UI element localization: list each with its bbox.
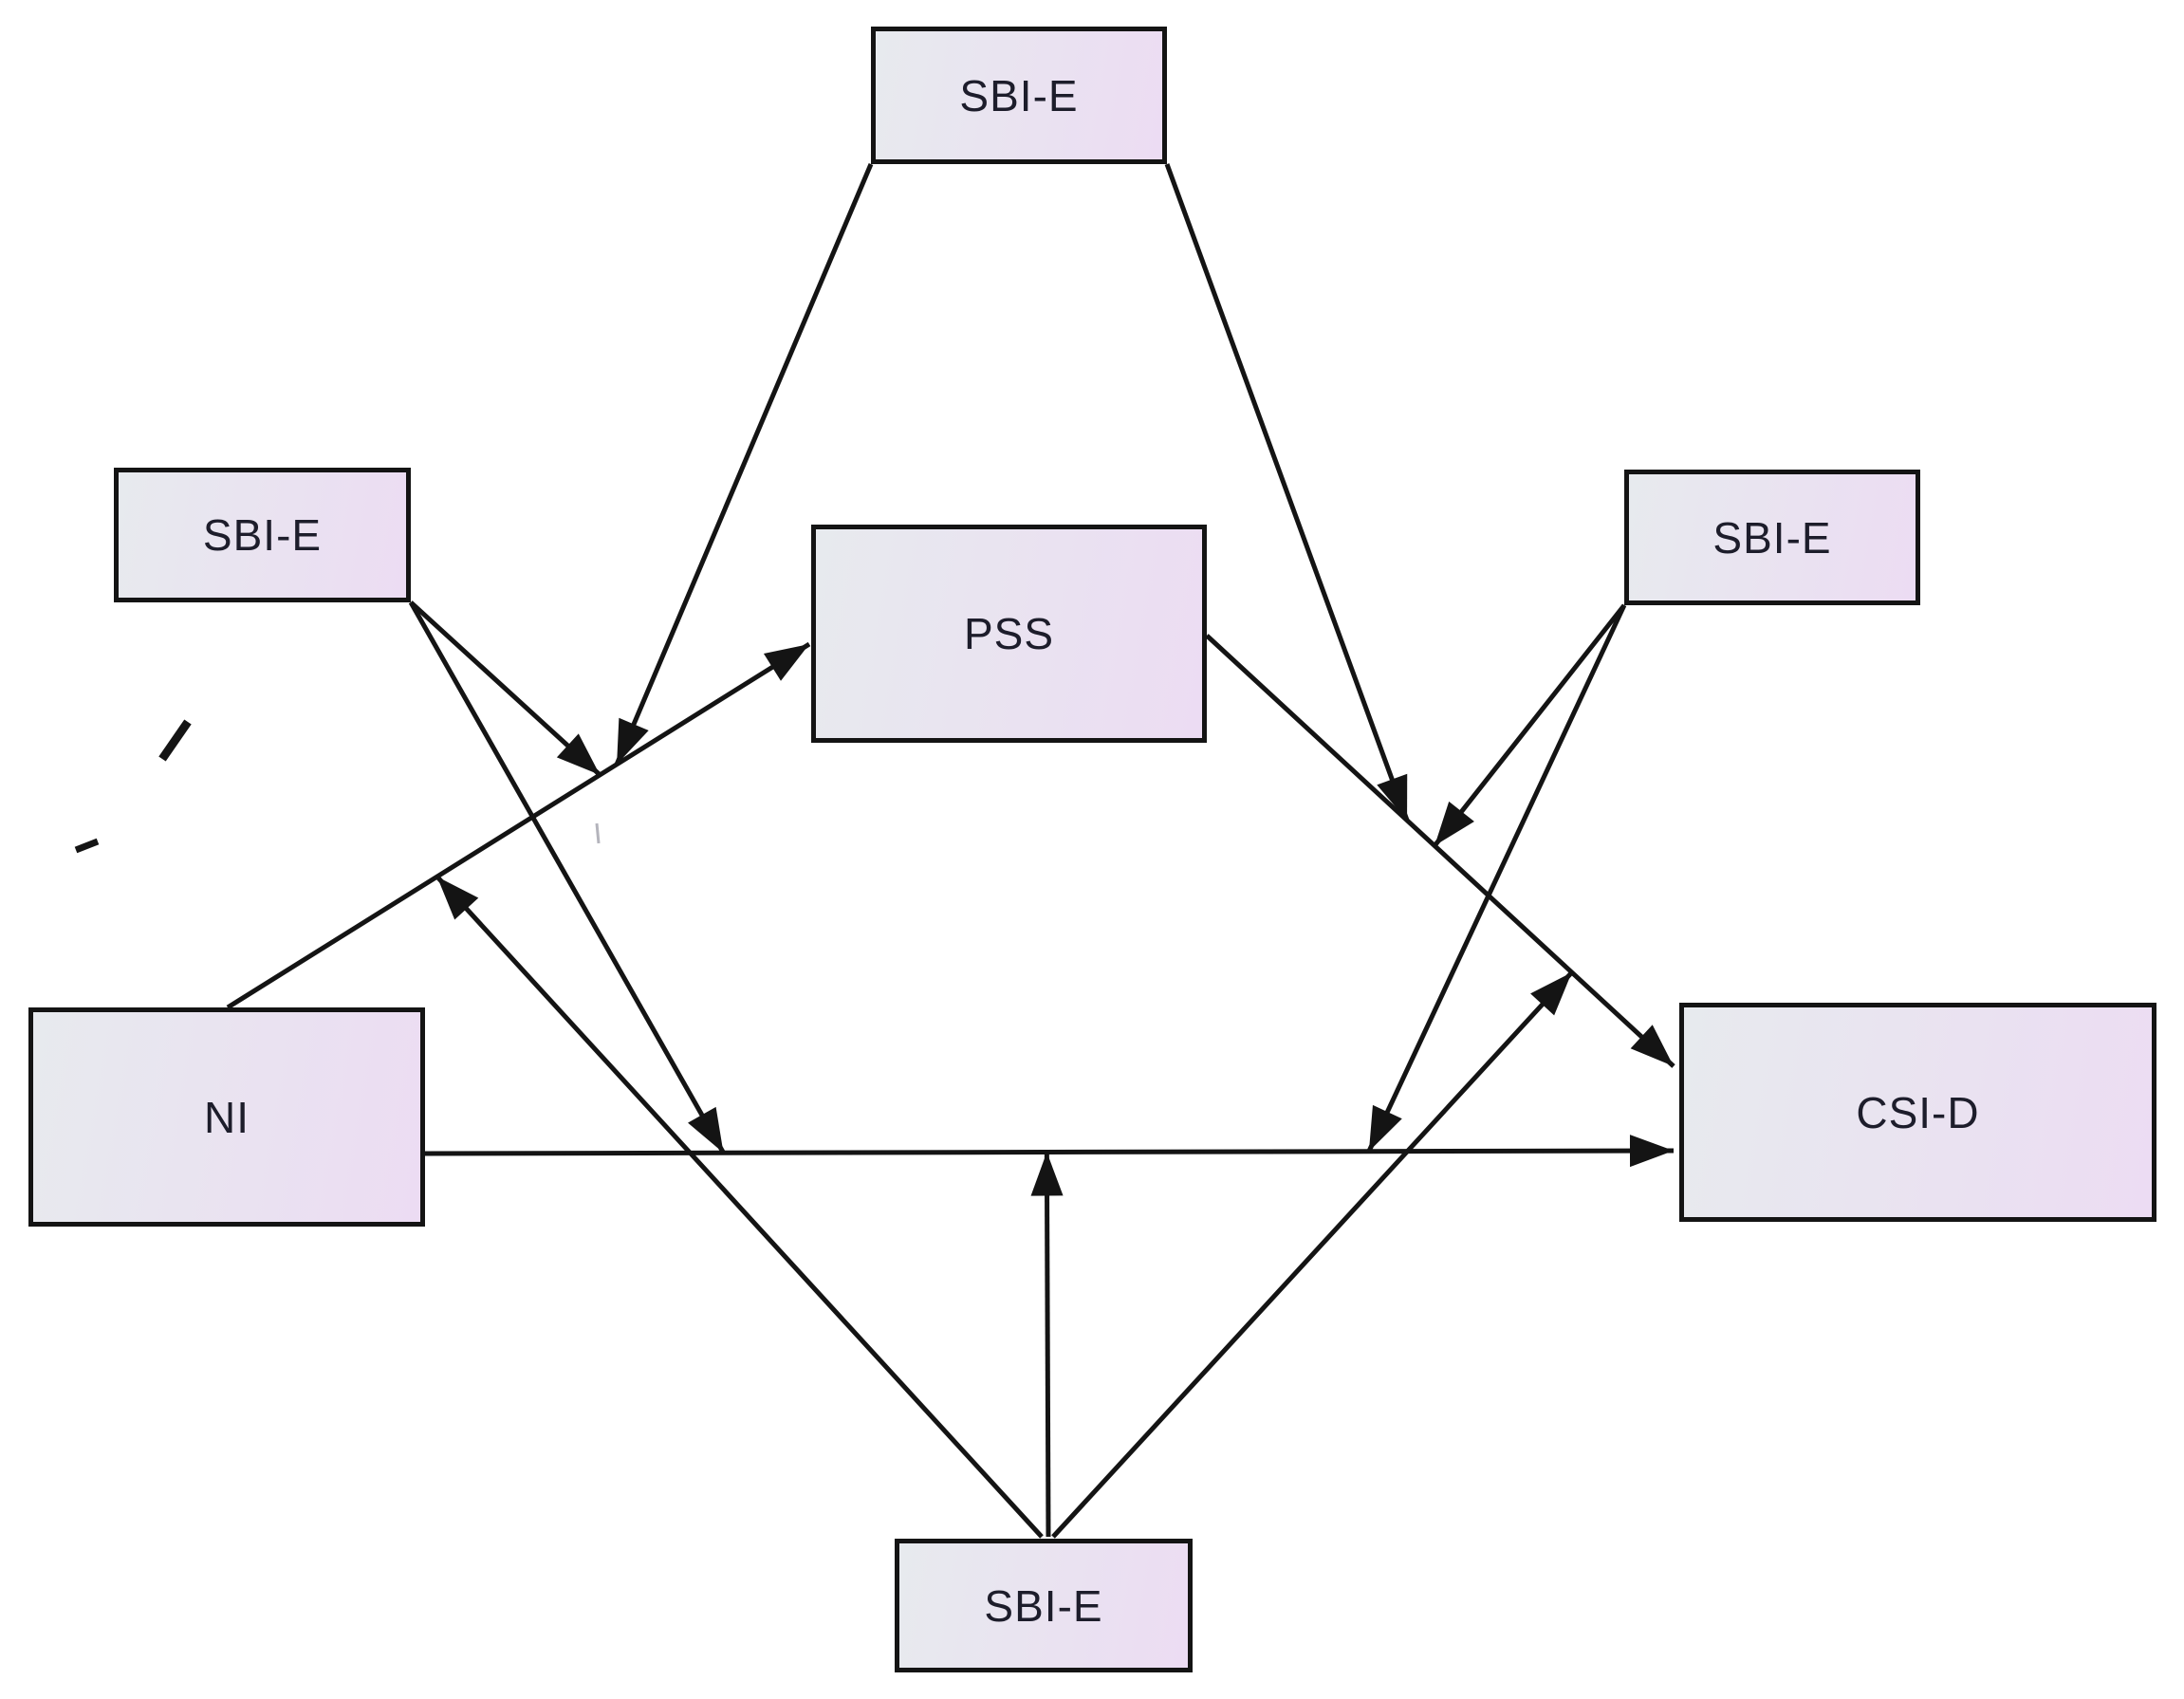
edge-sbie-bottom-on-ni-pss-shaft	[435, 875, 1044, 1539]
edge-sbie-bottom-on-ni-csid-shaft	[1044, 1152, 1051, 1538]
edge-ni-csid-arrowhead-icon	[1629, 1135, 1674, 1168]
node-sbie-bottom: SBI-E	[895, 1539, 1193, 1672]
edge-sbie-right-on-ni-csid-arrowhead-icon	[1368, 1104, 1402, 1152]
edge-sbie-right-on-pss-csid-arrowhead-icon	[1434, 801, 1474, 846]
edge-sbie-right-on-ni-csid-shaft	[1366, 603, 1627, 1153]
edge-sbie-left-on-ni-csid-shaft	[408, 600, 726, 1154]
node-label: SBI-E	[1712, 512, 1832, 563]
node-label: PSS	[963, 609, 1055, 658]
edge-sbie-bottom-on-pss-csid-shaft	[1051, 970, 1574, 1539]
edge-pss-csid-shaft	[1205, 634, 1675, 1068]
node-ni: NI	[28, 1007, 425, 1227]
node-label: SBI-E	[984, 1580, 1103, 1631]
dash-mark	[74, 838, 100, 854]
edge-ni-pss-arrowhead-icon	[763, 644, 809, 681]
node-label: CSI-D	[1856, 1087, 1980, 1137]
edge-sbie-top-on-ni-pss-shaft	[614, 163, 874, 766]
node-csid: CSI-D	[1679, 1003, 2156, 1222]
tick-mark	[595, 822, 601, 844]
edge-sbie-right-on-pss-csid-shaft	[1433, 603, 1626, 848]
edge-sbie-bottom-on-ni-csid-arrowhead-icon	[1030, 1152, 1064, 1196]
edge-sbie-bottom-on-ni-pss-arrowhead-icon	[436, 877, 479, 920]
edge-sbie-left-on-ni-csid-arrowhead-icon	[688, 1106, 724, 1154]
node-sbie-top: SBI-E	[871, 27, 1167, 164]
edge-sbie-top-on-ni-pss-arrowhead-icon	[617, 717, 649, 765]
edge-ni-pss-shaft	[226, 641, 811, 1010]
node-pss: PSS	[811, 525, 1207, 743]
edge-ni-csid-shaft	[424, 1148, 1675, 1156]
node-label: SBI-E	[959, 70, 1079, 120]
node-label: NI	[204, 1092, 250, 1142]
edge-sbie-top-on-pss-csid-shaft	[1164, 163, 1410, 822]
edge-sbie-left-on-ni-pss-arrowhead-icon	[556, 733, 601, 775]
edge-pss-csid-arrowhead-icon	[1630, 1025, 1674, 1066]
edge-sbie-bottom-on-pss-csid-arrowhead-icon	[1530, 972, 1572, 1016]
edge-sbie-top-on-pss-csid-arrowhead-icon	[1377, 773, 1408, 821]
node-sbie-right: SBI-E	[1624, 470, 1920, 605]
node-label: SBI-E	[202, 510, 323, 560]
node-sbie-left: SBI-E	[114, 468, 411, 602]
slash-mark	[158, 719, 192, 762]
